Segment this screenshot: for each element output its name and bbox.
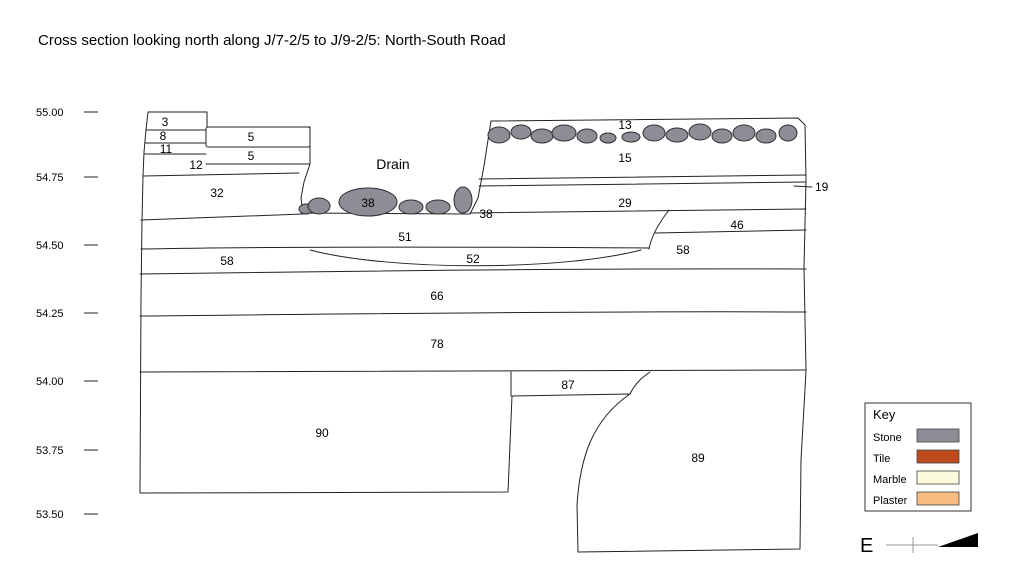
elevation-label: 53.75: [36, 445, 64, 457]
legend-label-marble: Marble: [873, 474, 907, 486]
layer-label-5a: 5: [248, 130, 255, 144]
section-outlines: [139, 111, 813, 553]
stone: [732, 124, 756, 142]
layer-label-13: 13: [618, 118, 632, 132]
layer-label-5b: 5: [248, 149, 255, 163]
layer-boundary: [139, 369, 807, 373]
legend-title: Key: [873, 407, 896, 422]
layer-boundary: [478, 181, 807, 187]
stone: [576, 128, 598, 144]
stone: [688, 123, 712, 141]
east-label: E: [860, 535, 873, 557]
stone: [487, 126, 511, 144]
layer-label-11: 11: [160, 142, 173, 156]
layer-label-15: 15: [618, 151, 632, 165]
layer-label-90: 90: [315, 426, 329, 440]
layer-label-3: 3: [162, 115, 169, 129]
legend-label-plaster: Plaster: [873, 495, 908, 507]
legend-swatch-marble: [916, 470, 960, 485]
layer-label-78: 78: [430, 337, 444, 351]
layer-label-52: 52: [466, 252, 480, 266]
drain-label: Drain: [376, 156, 409, 172]
marble-block-5: [205, 126, 311, 148]
stone: [778, 124, 798, 142]
layer-label-38a: 38: [361, 196, 375, 210]
stone: [642, 124, 666, 142]
stone: [755, 128, 777, 144]
stone: [665, 127, 689, 143]
layer-label-38b: 38: [479, 207, 493, 221]
stone: [307, 197, 331, 215]
layer-label-66: 66: [430, 289, 444, 303]
stone: [711, 128, 733, 144]
stone: [599, 132, 617, 144]
legend-label-tile: Tile: [873, 453, 890, 465]
elevation-label: 54.75: [36, 172, 64, 184]
layer-boundary: [654, 229, 807, 234]
legend: Key Stone Tile Marble Plaster: [864, 402, 972, 512]
layer-boundary: [140, 246, 650, 250]
layer-boundary: [478, 174, 807, 180]
stone-layer-13: [487, 123, 798, 144]
legend-swatch-plaster: [916, 491, 960, 506]
layer-label-87: 87: [561, 378, 575, 392]
east-arrow-icon: [938, 533, 978, 547]
layer-boundary: [142, 172, 300, 177]
stone: [551, 124, 577, 142]
elevation-label: 54.50: [36, 240, 64, 252]
layer-label-46: 46: [730, 218, 744, 232]
stone: [621, 131, 641, 143]
layer-label-58b: 58: [676, 243, 690, 257]
legend-swatch-tile: [916, 449, 960, 464]
layer-label-32: 32: [210, 186, 224, 200]
label-19-pointer: [793, 185, 813, 188]
layer-boundary: [469, 208, 807, 214]
elevation-label: 54.00: [36, 376, 64, 388]
layer-boundary: [309, 249, 642, 267]
legend-swatch-stone: [916, 428, 960, 443]
layer-label-29: 29: [618, 196, 632, 210]
layer-label-8: 8: [160, 129, 167, 143]
layer-label-12: 12: [189, 158, 203, 172]
stone: [338, 187, 398, 217]
figure-title: Cross section looking north along J/7-2/…: [38, 32, 506, 49]
legend-label-stone: Stone: [873, 432, 902, 444]
layer-label-19: 19: [815, 180, 829, 194]
stone: [398, 199, 424, 215]
elevation-label: 53.50: [36, 509, 64, 521]
layer-labels: 3 8 11 12 5 5 32 Drain 38 38 13 15 19 29…: [160, 115, 829, 465]
layer-boundary: [629, 371, 651, 395]
layer-boundary: [139, 268, 807, 275]
section-outline: [139, 111, 807, 553]
elevation-axis: 55.00 54.75 54.50 54.25 54.00 53.75 53.5…: [36, 107, 98, 521]
layer-label-51: 51: [398, 230, 412, 244]
stone: [425, 199, 451, 215]
layer-boundary: [140, 213, 304, 221]
drain-stones: [298, 186, 473, 217]
stone: [453, 186, 473, 214]
layer-label-89: 89: [691, 451, 705, 465]
elevation-label: 55.00: [36, 107, 64, 119]
layer-label-58a: 58: [220, 254, 234, 268]
stone: [510, 124, 532, 140]
elevation-label: 54.25: [36, 308, 64, 320]
stone: [530, 128, 554, 144]
east-indicator: E: [860, 533, 978, 557]
layer-boundary: [139, 311, 807, 317]
layer-boundary: [648, 209, 670, 250]
